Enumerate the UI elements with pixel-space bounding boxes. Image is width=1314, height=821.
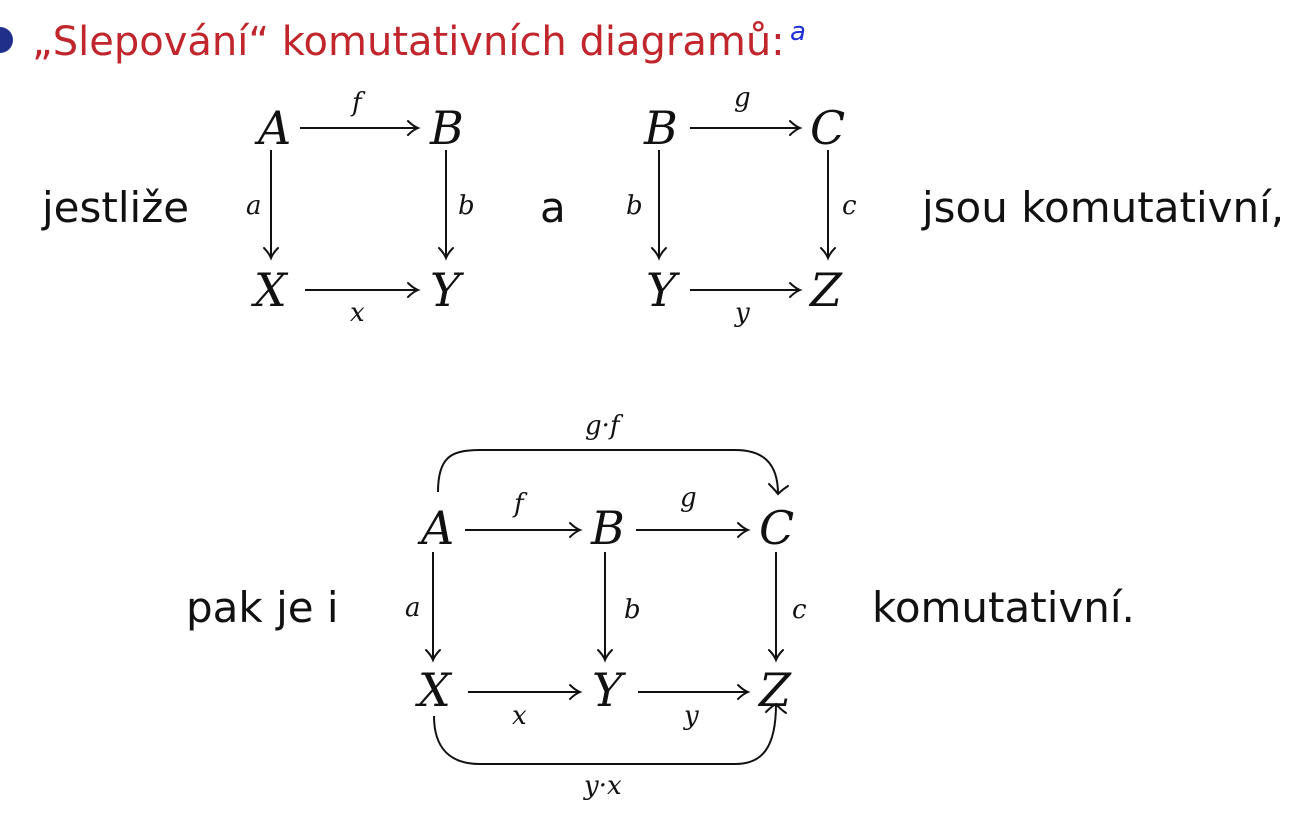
label-y: y <box>683 701 699 731</box>
arrowhead-b <box>597 649 613 663</box>
label-g-compose-f: g·f <box>585 411 624 441</box>
commutative-square-2: B C Y Z g b c y <box>626 83 857 328</box>
object-B: B <box>643 101 678 155</box>
arrowhead-g <box>789 120 803 136</box>
object-C: C <box>759 501 794 555</box>
label-y-compose-x: y·x <box>583 771 622 801</box>
label-g: g <box>680 483 697 513</box>
text-a-connector: a <box>540 183 566 232</box>
text-pak-je-i: pak je i <box>186 583 339 632</box>
arrowhead-b <box>651 247 667 261</box>
object-Y: Y <box>430 263 465 317</box>
object-A: A <box>254 101 291 155</box>
object-X: X <box>415 663 453 717</box>
label-f: f <box>512 489 528 519</box>
label-c: c <box>792 595 807 625</box>
label-a: a <box>405 593 421 623</box>
bullet-icon <box>0 27 13 53</box>
arrowhead-y <box>737 684 751 700</box>
arrowhead-c <box>820 247 836 261</box>
label-x: x <box>350 298 365 328</box>
label-f: f <box>350 88 366 118</box>
footnote-marker: a <box>790 17 806 47</box>
text-jsou-komutativni: jsou komutativní, <box>921 183 1284 232</box>
arrowhead-b <box>438 247 454 261</box>
object-A: A <box>417 501 454 555</box>
arrowhead-f <box>569 522 583 538</box>
object-Z: Z <box>757 663 792 717</box>
arrow-g-compose-f <box>437 449 779 495</box>
arrowhead-y-compose-x <box>765 702 787 714</box>
arrowhead-g <box>737 522 751 538</box>
combined-diagram: A B C X Y Z f g a b c x y g·f <box>405 411 807 801</box>
text-jestlize: jestliže <box>41 183 189 232</box>
text-komutativni: komutativní. <box>872 583 1135 632</box>
arrowhead-a <box>425 649 441 663</box>
object-B: B <box>429 101 464 155</box>
slide-heading: „Slepování“ komutativních diagramů: <box>32 19 785 65</box>
label-a: a <box>246 191 262 221</box>
object-B: B <box>590 501 625 555</box>
arrowhead-c <box>768 649 784 663</box>
arrowhead-y <box>789 282 803 298</box>
label-g: g <box>734 83 751 113</box>
label-x: x <box>512 701 527 731</box>
label-b: b <box>458 191 475 221</box>
arrowhead-x <box>569 684 583 700</box>
label-b: b <box>626 191 643 221</box>
arrowhead-x <box>407 282 421 298</box>
object-Y: Y <box>646 263 681 317</box>
label-b: b <box>624 595 641 625</box>
object-C: C <box>810 101 845 155</box>
arrowhead-a <box>263 247 279 261</box>
commutative-square-1: A B X Y f a b x <box>246 88 475 328</box>
label-c: c <box>842 191 857 221</box>
arrow-y-compose-x <box>433 703 777 765</box>
arrowhead-g-compose-f <box>768 483 789 496</box>
object-Y: Y <box>592 663 627 717</box>
arrowhead-f <box>407 120 421 136</box>
object-Z: Z <box>808 263 843 317</box>
label-y: y <box>734 298 750 328</box>
object-X: X <box>251 263 289 317</box>
